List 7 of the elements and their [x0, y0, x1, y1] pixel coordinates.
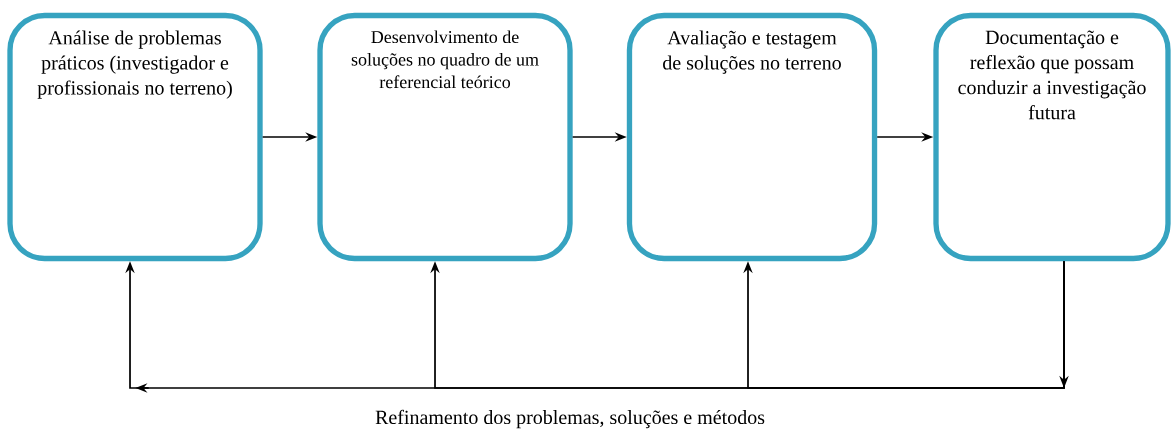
process-box: Documentação e reflexão que possam conduzir a investigação futura [933, 12, 1171, 262]
feedback-arrow [125, 260, 1069, 393]
caption-text: Refinamento dos problemas, soluções e métodos [375, 409, 765, 429]
process-box: Análise de problemas práticos (investigador e profissionais no terreno) [7, 12, 263, 262]
process-box: Avaliação e testagem de soluções no terreno [626, 12, 878, 262]
feedback-arrow [743, 260, 1065, 389]
process-box: Desenvolvimento de soluções no quadro de um referencial teórico [317, 12, 573, 262]
